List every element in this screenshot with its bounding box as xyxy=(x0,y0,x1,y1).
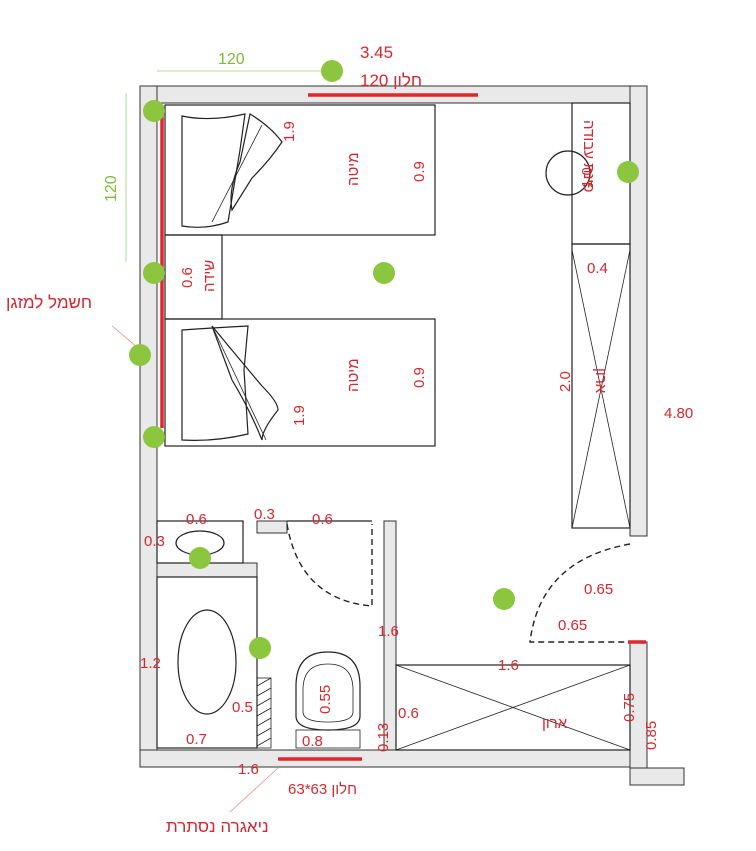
closet2-depth: 0.6 xyxy=(398,705,419,722)
bathtub-basin xyxy=(177,609,237,715)
door-width: 0.6 xyxy=(312,511,333,528)
pipe-width: 0.5 xyxy=(232,699,253,716)
ac-power-label: חשמל למזגן xyxy=(6,293,92,312)
closet2-label: ארון xyxy=(542,715,568,732)
wardrobe-length: 2.0 xyxy=(557,371,574,392)
bed-top xyxy=(164,104,436,236)
outlet-dot xyxy=(129,344,151,366)
bed-bottom xyxy=(164,318,436,447)
outlet-dot xyxy=(493,588,515,610)
total-height: 4.80 xyxy=(664,405,693,422)
door-swing xyxy=(286,523,373,607)
leader-cistern xyxy=(229,767,279,813)
pipe-hatch xyxy=(256,677,272,749)
outlet-dot xyxy=(143,100,165,122)
outlet-dot xyxy=(249,637,271,659)
closet2-length: 1.6 xyxy=(498,657,519,674)
bed1-label: מיטה xyxy=(345,152,362,186)
leader-ac xyxy=(111,325,139,349)
wall-corner-ext xyxy=(629,767,685,786)
outlet-dot xyxy=(143,426,165,448)
tub-width: 0.7 xyxy=(186,731,207,748)
toilet-icon xyxy=(295,651,361,749)
bed1-length: 1.9 xyxy=(281,121,298,142)
sink-width: 0.6 xyxy=(186,511,207,528)
bath-bottom: 1.6 xyxy=(238,761,259,778)
outlet-dot xyxy=(189,547,211,569)
bath-wall: 1.6 xyxy=(378,623,399,640)
wardrobe-depth: 0.4 xyxy=(587,260,608,277)
wall-bath-right xyxy=(383,520,397,751)
outlet-dot xyxy=(617,161,639,183)
toilet-size: 0.55 xyxy=(317,685,334,714)
bed2-width: 0.9 xyxy=(411,367,428,388)
cistern-label: ניאגרה נסתרת xyxy=(166,817,269,836)
wardrobe-label: ארון xyxy=(592,368,609,394)
outlet-dot xyxy=(321,60,343,82)
entry-a: 0.75 xyxy=(621,693,638,722)
main-door-swing xyxy=(529,543,631,643)
green-top-label: 120 xyxy=(218,51,245,68)
door-main-a: 0.65 xyxy=(584,581,613,598)
bed1-width: 0.9 xyxy=(411,161,428,182)
bed2-length: 1.9 xyxy=(291,405,308,426)
top-window-text: חלון 120 xyxy=(360,71,422,90)
door-main-b: 0.65 xyxy=(558,617,587,634)
nightstand-width: 0.6 xyxy=(179,267,196,288)
outlet-dot xyxy=(373,262,395,284)
wall-right-upper xyxy=(629,85,648,537)
toilet-area: 0.8 xyxy=(302,733,323,750)
pillow-icon xyxy=(181,325,279,441)
niche-depth: 0.13 xyxy=(375,723,392,752)
gap-top: 0.3 xyxy=(254,506,275,523)
desk-label: פינת עבודה xyxy=(580,120,597,192)
outlet-dot xyxy=(143,262,165,284)
total-width: 3.45 xyxy=(360,43,393,62)
chair-icon xyxy=(545,150,591,196)
tub-length: 1.2 xyxy=(140,655,161,672)
desk-width: 1.0 xyxy=(579,167,596,188)
nightstand-label: שידה xyxy=(201,260,218,292)
sink-depth: 0.3 xyxy=(144,533,165,550)
green-left-label: 120 xyxy=(103,175,120,202)
entry-b: 0.85 xyxy=(643,721,660,750)
wardrobe xyxy=(571,243,631,529)
nightstand xyxy=(164,234,223,320)
bath-window-label: חלון 63*63 xyxy=(288,781,357,798)
closet-bottom xyxy=(395,664,631,751)
bathtub xyxy=(156,576,258,749)
pillow-icon xyxy=(181,113,283,228)
bed2-label: מיטה xyxy=(345,358,362,392)
